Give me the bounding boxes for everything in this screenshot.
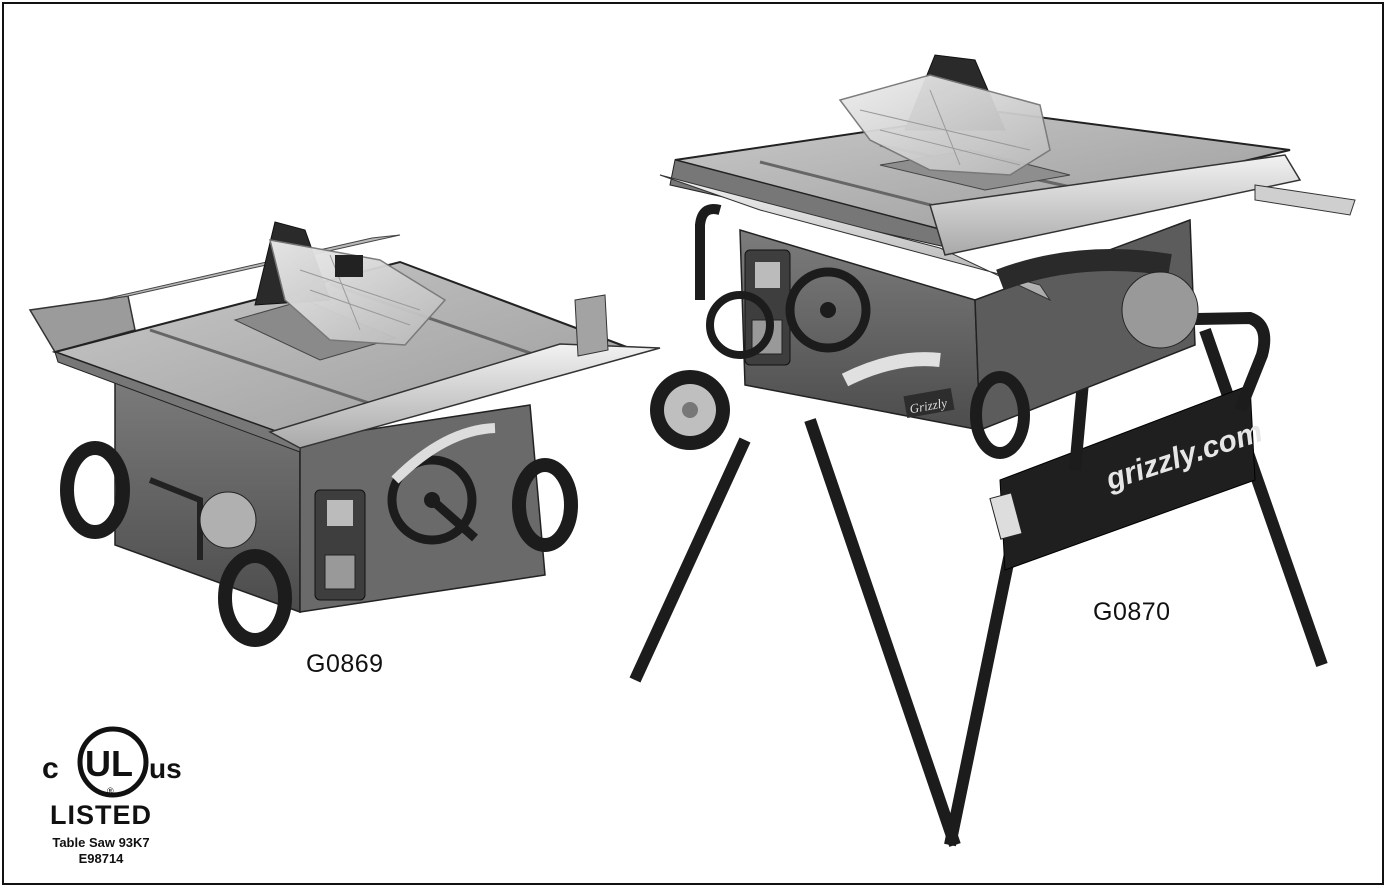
ul-logo: c UL ® us: [42, 726, 182, 798]
ul-prefix: c: [42, 752, 59, 785]
ul-registered: ®: [107, 786, 114, 796]
ul-status: LISTED: [49, 800, 152, 830]
ul-file-number: E98714: [78, 851, 124, 866]
saw-badge: Grizzly: [908, 395, 948, 416]
model-label-g0869: G0869: [306, 650, 384, 678]
saw-g0869: [28, 221, 661, 647]
model-label-g0870: G0870: [1093, 598, 1171, 626]
ul-letters: UL: [85, 743, 133, 784]
saw-g0870: grizzly.com Grizzly: [629, 54, 1356, 847]
ul-product: Table Saw 93K7: [52, 835, 150, 850]
ul-suffix: us: [149, 753, 182, 784]
